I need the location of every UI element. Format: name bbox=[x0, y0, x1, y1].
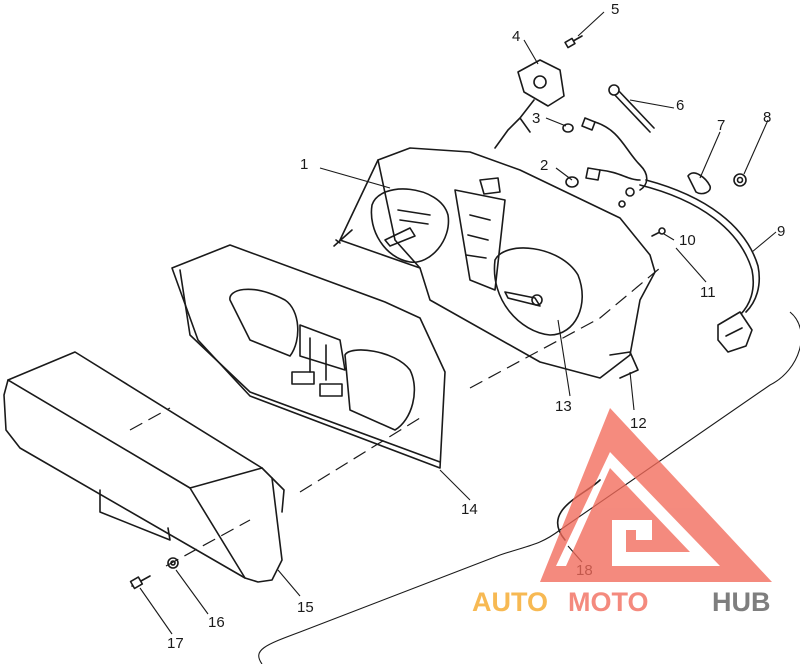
callout-5: 5 bbox=[611, 1, 619, 18]
bezel-mask bbox=[171, 244, 446, 469]
callout-13: 13 bbox=[555, 398, 572, 415]
callout-10: 10 bbox=[679, 232, 696, 249]
callout-11: 11 bbox=[700, 284, 716, 301]
callout-15: 15 bbox=[297, 599, 314, 616]
screw-17 bbox=[129, 575, 151, 590]
bulb-socket-2 bbox=[565, 167, 641, 208]
callout-16: 16 bbox=[208, 614, 225, 631]
watermark-logo: AUTO MOTO HUB bbox=[472, 408, 772, 617]
rod-6 bbox=[608, 84, 655, 133]
assembly-axis-line bbox=[165, 267, 661, 567]
watermark-text-moto: MOTO bbox=[568, 587, 649, 617]
watermark-text-auto: AUTO bbox=[472, 587, 548, 617]
screw-10 bbox=[651, 227, 666, 237]
callout-2: 2 bbox=[540, 157, 548, 174]
nut-8 bbox=[733, 173, 747, 187]
assembly-boundary-line bbox=[258, 311, 800, 664]
callout-12: 12 bbox=[630, 415, 647, 432]
watermark-triangle-mark bbox=[540, 408, 772, 582]
callout-7: 7 bbox=[717, 117, 725, 134]
clip-7 bbox=[687, 172, 712, 195]
callout-4: 4 bbox=[512, 28, 520, 45]
callout-17: 17 bbox=[167, 635, 184, 652]
wire-harness bbox=[639, 179, 761, 353]
callout-14: 14 bbox=[461, 501, 478, 518]
callout-8: 8 bbox=[763, 109, 771, 126]
callout-9: 9 bbox=[777, 223, 785, 240]
callout-1: 1 bbox=[300, 156, 308, 173]
watermark-text-hub: HUB bbox=[712, 587, 771, 617]
callout-3: 3 bbox=[532, 110, 540, 127]
callout-6: 6 bbox=[676, 97, 684, 114]
lens-cover bbox=[3, 351, 285, 583]
washer-16 bbox=[167, 557, 179, 569]
sensor-unit bbox=[494, 59, 565, 149]
screw-5 bbox=[564, 35, 583, 49]
leader-lines bbox=[139, 11, 777, 635]
